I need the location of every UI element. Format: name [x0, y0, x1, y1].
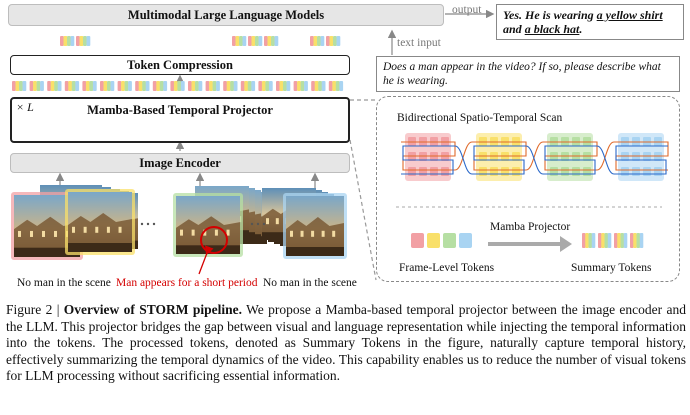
summary-token-group — [135, 81, 150, 91]
summary-token-group — [117, 81, 132, 91]
caption-title: Overview of STORM pipeline. — [63, 302, 243, 317]
scan-connector — [454, 141, 473, 171]
summary-token-group — [60, 36, 75, 46]
summary-token-group — [64, 81, 80, 91]
video-frame-blue — [283, 193, 347, 259]
mamba-projector-arrow — [488, 236, 572, 252]
frame-level-token — [427, 233, 440, 248]
mamba-projector-label: Mamba Projector — [490, 221, 571, 233]
text-input-label: text input — [397, 37, 441, 49]
image-encoder-label: Image Encoder — [139, 155, 221, 170]
summary-token-group — [614, 233, 628, 248]
answer-text-1: Yes. He is wearing — [503, 8, 597, 22]
forward-scan-path — [543, 141, 598, 171]
scan-panel — [376, 96, 680, 282]
ellipsis-dot — [152, 222, 156, 226]
summary-token-group — [232, 36, 247, 46]
summary-token-group — [29, 81, 44, 91]
scan-connector — [525, 141, 544, 171]
summary-token-group — [223, 81, 238, 91]
frame-level-token — [443, 233, 456, 248]
ellipsis-dot — [262, 222, 266, 226]
projector-label: Mamba-Based Temporal Projector — [87, 103, 273, 117]
summary-tokens-label: Summary Tokens — [571, 262, 652, 274]
summary-token-group — [311, 81, 326, 91]
figure-label: Figure 2 | — [6, 302, 64, 317]
scan-title: Bidirectional Spatio-Temporal Scan — [397, 112, 563, 124]
figure-caption: Figure 2 | Overview of STORM pipeline. W… — [6, 302, 686, 385]
answer-text-3: and — [503, 22, 525, 36]
summary-token-group — [240, 81, 256, 91]
summary-token-group — [12, 81, 27, 91]
backward-scan-path — [614, 145, 668, 175]
highlight-arrow — [198, 245, 214, 275]
question-box: Does a man appear in the video? If so, p… — [376, 56, 680, 92]
summary-token-group — [100, 81, 115, 91]
scan-frame-grid — [543, 133, 598, 181]
scan-connector — [596, 141, 615, 171]
summary-token-group — [293, 81, 308, 91]
projector-box: Mamba-Based Temporal Projector — [10, 97, 350, 143]
projector-multiplier: × L — [16, 100, 34, 114]
forward-scan-path — [472, 141, 527, 171]
answer-text-5: . — [579, 22, 583, 36]
mllm-label: Multimodal Large Language Models — [127, 7, 325, 22]
mllm-box: Multimodal Large Language Models — [8, 4, 444, 26]
frame-level-token — [411, 233, 424, 248]
image-encoder-box: Image Encoder — [10, 153, 350, 173]
answer-box: Yes. He is wearing a yellow shirt and a … — [496, 4, 684, 40]
ellipsis-dot — [140, 222, 144, 226]
backward-scan-path — [543, 145, 597, 175]
frame-level-token — [459, 233, 472, 248]
backward-scan-path — [472, 145, 526, 175]
summary-token-group — [326, 36, 341, 46]
ellipsis-dot — [250, 222, 254, 226]
token-compression-box: Token Compression — [10, 55, 350, 75]
summary-token-group — [205, 81, 220, 91]
summary-token-group — [82, 81, 97, 91]
scan-frame-grid — [472, 133, 527, 181]
frame-tokens-label: Frame-Level Tokens — [399, 262, 495, 274]
summary-token-group — [76, 36, 91, 46]
answer-text-4: a black hat — [524, 22, 580, 36]
scan-frame-grid — [614, 133, 669, 181]
backward-scan-path — [401, 145, 455, 175]
summary-token-group — [188, 81, 203, 91]
ellipsis-dot — [256, 222, 260, 226]
question-text: Does a man appear in the video? If so, p… — [383, 61, 661, 87]
video-frame-yellow — [65, 189, 135, 255]
summary-token-group — [170, 81, 185, 91]
summary-token-group — [276, 81, 291, 91]
scan-connector — [454, 145, 473, 175]
summary-token-group — [310, 36, 325, 46]
scan-frame-grid — [401, 133, 456, 181]
forward-scan-path — [401, 141, 456, 171]
summary-token-group — [328, 81, 344, 91]
scan-connector — [525, 145, 544, 175]
summary-token-group — [598, 233, 612, 248]
summary-token-group — [582, 233, 596, 248]
summary-token-group — [258, 81, 273, 91]
summary-token-group — [248, 36, 263, 46]
forward-scan-path — [614, 141, 669, 171]
video-frame-green — [173, 193, 243, 257]
highlight-circle — [200, 226, 228, 254]
summary-token-group — [47, 81, 62, 91]
frame-caption-left: No man in the scene — [17, 277, 111, 289]
scan-connector — [596, 145, 615, 175]
diagram-graphics — [11, 9, 669, 281]
frame-caption-right: No man in the scene — [263, 277, 357, 289]
frame-caption-middle: Man appears for a short period — [116, 277, 258, 289]
answer-text-2: a yellow shirt — [596, 8, 663, 22]
ellipsis-dot — [146, 222, 150, 226]
summary-token-group — [264, 36, 279, 46]
caption-body: We propose a Mamba-based temporal projec… — [6, 302, 686, 384]
output-label: output — [452, 4, 482, 16]
token-compression-label: Token Compression — [127, 57, 233, 72]
summary-token-group — [630, 233, 644, 248]
summary-token-group — [152, 81, 168, 91]
